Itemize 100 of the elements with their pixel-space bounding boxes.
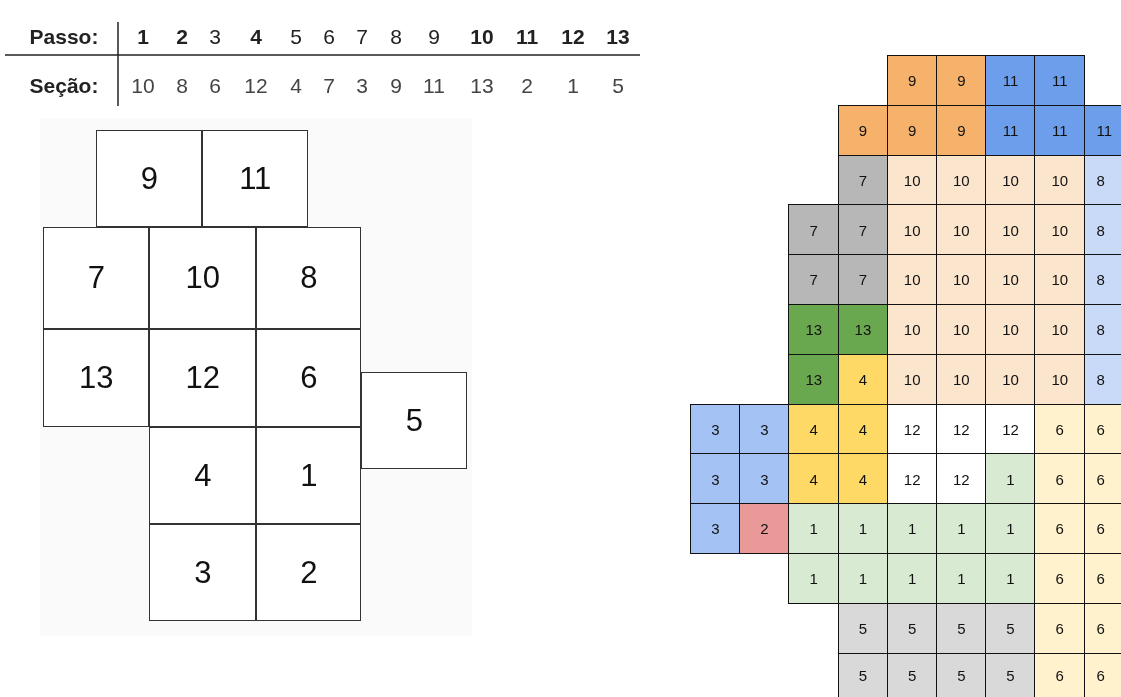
cell-number: 11: [1051, 121, 1068, 139]
table-value: 10: [131, 74, 155, 98]
table-value: 2: [521, 74, 533, 98]
section-box: [256, 524, 362, 622]
cell-number: 1: [907, 570, 917, 588]
cell-number: 10: [1051, 171, 1069, 189]
grid-cell: [739, 453, 790, 505]
cell-number: 4: [194, 457, 212, 494]
cell-number: 10: [1002, 171, 1019, 189]
cell-number: 6: [1096, 570, 1105, 588]
cell-number: 5: [957, 619, 966, 637]
cell-number: 8: [1096, 370, 1105, 388]
table-value: 8: [176, 74, 188, 98]
grid-cell: [985, 154, 1036, 206]
table-value: 5: [290, 25, 302, 49]
grid-cell: [985, 553, 1036, 605]
grid-cell: [985, 55, 1036, 107]
cell-number: 5: [907, 666, 917, 684]
cell-number: 10: [953, 171, 970, 189]
cell-number: 6: [1055, 420, 1064, 438]
cell-number: 6: [1055, 619, 1064, 637]
grid-cell: [985, 602, 1036, 655]
cell-number: 10: [1051, 321, 1069, 339]
grid-cell: [936, 353, 987, 406]
cell-number: 10: [1051, 370, 1069, 388]
cell-number: 1: [1006, 470, 1015, 488]
cell-number: 11: [1051, 72, 1068, 90]
section-box: [43, 329, 150, 428]
grid-cell: [739, 403, 790, 455]
grid-cell: [936, 204, 987, 256]
table-value: 6: [209, 74, 221, 98]
grid-cell: [985, 353, 1036, 406]
cell-number: 5: [1006, 666, 1015, 684]
section-box: [149, 227, 257, 330]
cell-number: 10: [1002, 221, 1019, 239]
cell-number: 10: [1002, 271, 1019, 289]
table-value: 6: [323, 25, 335, 49]
cell-number: 9: [957, 72, 966, 90]
cell-number: 4: [858, 420, 868, 438]
grid-cell: [690, 453, 741, 505]
table-value: 5: [612, 74, 624, 98]
table-value: 3: [356, 74, 368, 98]
table-value: 11: [515, 25, 539, 49]
cell-number: 1: [1006, 520, 1015, 538]
cell-number: 4: [858, 370, 868, 388]
cell-number: 6: [1055, 570, 1064, 588]
cell-number: 3: [760, 420, 769, 438]
cell-number: 12: [1002, 420, 1019, 438]
grid-cell: [985, 304, 1036, 356]
cell-number: 6: [1055, 520, 1064, 538]
grid-cell: [788, 254, 840, 306]
grid-cell: [1083, 453, 1121, 505]
cell-number: 6: [1096, 520, 1105, 538]
section-box: [149, 524, 257, 622]
grid-cell: [788, 553, 840, 605]
cell-number: 12: [903, 470, 921, 488]
grid-cell: [788, 353, 840, 406]
cell-number: 8: [300, 260, 318, 297]
cell-number: 6: [1096, 619, 1105, 637]
grid-cell: [788, 453, 840, 505]
cell-number: 10: [903, 370, 921, 388]
table-value: 4: [250, 25, 262, 49]
grid-cell: [788, 503, 840, 555]
cell-number: 6: [300, 360, 318, 397]
grid-cell: [1083, 254, 1121, 306]
grid-cell: [1034, 602, 1086, 655]
cell-number: 12: [185, 360, 220, 397]
grid-cell: [985, 453, 1036, 505]
grid-cell: [739, 503, 790, 555]
cell-number: 3: [760, 470, 769, 488]
cell-number: 12: [953, 470, 970, 488]
cell-number: 1: [858, 570, 868, 588]
cell-number: 12: [953, 420, 970, 438]
cell-number: 1: [809, 520, 818, 538]
cell-number: 5: [405, 402, 423, 439]
grid-cell: [1034, 553, 1086, 605]
cell-number: 9: [907, 72, 917, 90]
grid-cell: [837, 602, 889, 655]
cell-number: 9: [140, 160, 158, 197]
grid-cell: [985, 652, 1036, 697]
cell-number: 13: [79, 360, 114, 397]
cell-number: 3: [711, 420, 720, 438]
cell-number: 10: [953, 370, 970, 388]
grid-cell: [690, 403, 741, 455]
grid-cell: [886, 55, 938, 107]
cell-number: 1: [957, 570, 966, 588]
grid-cell: [1034, 503, 1086, 555]
cell-number: 5: [858, 666, 868, 684]
grid-cell: [1034, 304, 1086, 356]
grid-cell: [936, 104, 987, 157]
cell-number: 10: [953, 321, 970, 339]
cell-number: 13: [805, 321, 823, 339]
cell-number: 5: [1006, 619, 1015, 637]
grid-cell: [1034, 55, 1086, 107]
cell-number: 11: [1002, 121, 1019, 139]
cell-number: 8: [1096, 221, 1105, 239]
cell-number: 6: [1096, 420, 1105, 438]
table-value: 13: [606, 25, 630, 49]
cell-number: 8: [1096, 321, 1105, 339]
table-value: 3: [209, 25, 221, 49]
